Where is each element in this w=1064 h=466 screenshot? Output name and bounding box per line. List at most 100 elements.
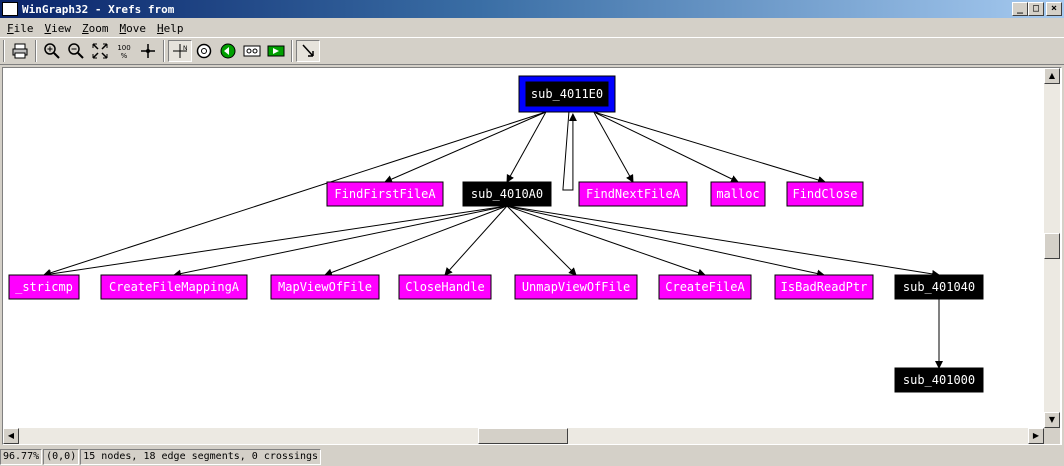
graph-node-sub-4011e0[interactable]: sub_4011E0: [518, 75, 616, 113]
graph-node-box: [525, 81, 609, 107]
toolbar-grip: [3, 40, 5, 62]
graph-edge: [173, 205, 508, 278]
zoom-100-button[interactable]: 100%: [112, 40, 136, 62]
layout-icon: [243, 45, 261, 57]
graph-node-sub-4010a0[interactable]: sub_4010A0: [462, 181, 552, 207]
layout-button[interactable]: [240, 40, 264, 62]
printer-icon: [12, 43, 28, 59]
graph-edge: [506, 205, 706, 277]
graph-node-label: FindNextFileA: [586, 187, 681, 201]
menu-view[interactable]: View: [44, 21, 72, 35]
graph-node-box: [710, 181, 766, 207]
scroll-left-arrow[interactable]: ◀: [3, 428, 19, 444]
status-info: 15 nodes, 18 edge segments, 0 crossings: [80, 448, 322, 465]
graph-node-createfilea[interactable]: CreateFileA: [658, 274, 752, 300]
graph-edge: [444, 205, 508, 276]
graph-edge: [562, 111, 577, 191]
graph-node-label: IsBadReadPtr: [781, 280, 868, 294]
title-bar[interactable]: WinGraph32 - Xrefs from _ □ ×: [0, 0, 1064, 18]
svg-text:%: %: [121, 52, 128, 60]
graph-node-unmapviewoffile[interactable]: UnmapViewOfFile: [514, 274, 638, 300]
graph-node-createfilemappinga[interactable]: CreateFileMappingA: [100, 274, 248, 300]
graph-node-isbadreadptr[interactable]: IsBadReadPtr: [774, 274, 874, 300]
crosshair-icon: [141, 44, 155, 58]
graph-edge: [593, 111, 826, 184]
graph-node-label: _stricmp: [15, 280, 73, 294]
status-zoom: 96.77%: [0, 448, 43, 465]
graph-edge: [593, 111, 739, 183]
graph-edge: [384, 111, 547, 183]
menu-help[interactable]: Help: [157, 21, 184, 35]
graph-node-label: sub_401000: [903, 373, 975, 387]
scroll-right-arrow[interactable]: ▶: [1028, 428, 1044, 444]
graph-node-box: [100, 274, 248, 300]
fit-window-button[interactable]: [88, 40, 112, 62]
graph-node-closehandle[interactable]: CloseHandle: [398, 274, 492, 300]
graph-node-box: [514, 274, 638, 300]
graph-node-label: CreateFileMappingA: [109, 280, 240, 294]
toolbar-separator: [35, 40, 37, 62]
graph-node-sub-401040[interactable]: sub_401040: [894, 274, 984, 300]
minimize-button[interactable]: _: [1012, 2, 1028, 16]
menu-bar: File View Zoom Move Help: [0, 19, 1064, 37]
center-button[interactable]: [136, 40, 160, 62]
graph-node-label: FindFirstFileA: [334, 187, 436, 201]
fit-window-icon: [92, 43, 108, 59]
graph-node-box: [326, 181, 444, 207]
green-arrow-left-icon: [220, 43, 236, 59]
menu-file[interactable]: File: [7, 21, 34, 35]
window-title: WinGraph32 - Xrefs from: [22, 2, 175, 16]
graph-node-sub-401000[interactable]: sub_401000: [894, 367, 984, 393]
move-left-button[interactable]: [216, 40, 240, 62]
graph-node-label: FindClose: [792, 187, 857, 201]
zoom-in-button[interactable]: [40, 40, 64, 62]
graph-node-box: [462, 181, 552, 207]
print-button[interactable]: [8, 40, 32, 62]
graph-node-box: [894, 274, 984, 300]
graph-edge: [506, 205, 940, 278]
menu-zoom[interactable]: Zoom: [82, 21, 109, 35]
graph-node-label: UnmapViewOfFile: [522, 280, 630, 294]
graph-edge: [506, 111, 547, 183]
graph-node-label: sub_4010A0: [471, 187, 543, 201]
graph-node-box: [398, 274, 492, 300]
graph-node--stricmp[interactable]: _stricmp: [8, 274, 80, 300]
graph-node-box: [578, 181, 688, 207]
vertical-scrollbar[interactable]: ▲ ▼: [1044, 68, 1060, 428]
zoom-out-button[interactable]: [64, 40, 88, 62]
north-button[interactable]: N: [168, 40, 192, 62]
close-button[interactable]: ×: [1046, 2, 1062, 16]
radar-icon: [196, 43, 212, 59]
graph-node-label: malloc: [716, 187, 759, 201]
graph-node-label: CloseHandle: [405, 280, 484, 294]
svg-text:N: N: [183, 45, 188, 52]
move-right-button[interactable]: [264, 40, 288, 62]
graph-edge: [506, 205, 825, 278]
scrollbar-corner: [1044, 428, 1060, 444]
graph-node-malloc[interactable]: malloc: [710, 181, 766, 207]
graph-node-mapviewoffile[interactable]: MapViewOfFile: [270, 274, 380, 300]
graph-edge: [43, 205, 508, 278]
horizontal-scroll-thumb[interactable]: [478, 428, 568, 444]
menu-move[interactable]: Move: [119, 21, 147, 35]
app-icon[interactable]: [2, 2, 18, 16]
radar-button[interactable]: [192, 40, 216, 62]
scroll-up-arrow[interactable]: ▲: [1044, 68, 1060, 84]
scroll-down-arrow[interactable]: ▼: [1044, 412, 1060, 428]
horizontal-scrollbar[interactable]: ◀ ▶: [3, 428, 1044, 444]
graph-node-label: MapViewOfFile: [278, 280, 372, 294]
graph-node-findfirstfilea[interactable]: FindFirstFileA: [326, 181, 444, 207]
maximize-button[interactable]: □: [1028, 2, 1044, 16]
pointer-arrow-icon: [302, 44, 314, 57]
graph-edge: [324, 205, 508, 277]
graph-node-findclose[interactable]: FindClose: [786, 181, 864, 207]
vertical-scroll-thumb[interactable]: [1044, 233, 1060, 259]
pointer-tool-button[interactable]: [296, 40, 320, 62]
toolbar-separator: [163, 40, 165, 62]
graph-edge: [593, 111, 634, 183]
graph-node-box: [786, 181, 864, 207]
graph-node-label: sub_401040: [903, 280, 975, 294]
graph-node-findnextfilea[interactable]: FindNextFileA: [578, 181, 688, 207]
